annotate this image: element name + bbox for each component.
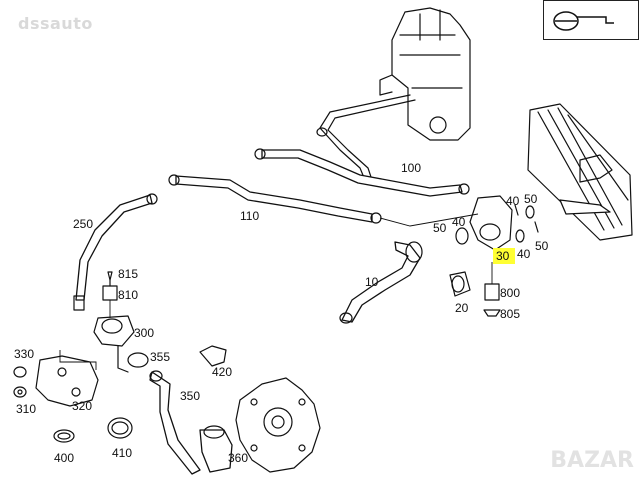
aux-pump-300	[93, 271, 135, 373]
hose-100	[254, 148, 470, 197]
label-50b: 50	[524, 192, 538, 206]
label-410: 410	[112, 446, 132, 460]
part-20-flange	[449, 271, 471, 297]
label-420: 420	[212, 365, 232, 379]
tank-pipes	[316, 94, 416, 181]
brand-watermark: BAZAR	[550, 448, 634, 473]
part-labels: 100 110 250 10 20 30 40 40 40 50 50 50 8…	[14, 161, 549, 465]
highlight-30	[493, 248, 515, 264]
label-355: 355	[150, 350, 170, 364]
expansion-tank	[379, 7, 471, 141]
label-30: 30	[496, 249, 510, 263]
nut-330	[13, 366, 27, 378]
label-10: 10	[365, 275, 379, 289]
label-40b: 40	[506, 194, 520, 208]
clamp-355	[127, 352, 149, 368]
label-805: 805	[500, 307, 520, 321]
heater-core	[527, 103, 633, 241]
label-330: 330	[14, 347, 34, 361]
label-815: 815	[118, 267, 138, 281]
label-800: 800	[500, 286, 520, 300]
label-300: 300	[134, 326, 154, 340]
hose-360	[199, 425, 233, 473]
hose-10	[339, 241, 423, 324]
leader-110	[379, 213, 479, 227]
label-40a: 40	[452, 215, 466, 229]
washer-310	[13, 386, 27, 398]
label-110: 110	[240, 209, 259, 223]
clamp-400	[53, 429, 75, 443]
label-40c: 40	[517, 247, 531, 261]
label-50c: 50	[535, 239, 549, 253]
clamp-410	[107, 417, 133, 439]
water-pump-housing	[235, 377, 321, 473]
label-250: 250	[73, 217, 93, 231]
coolant-valve	[455, 195, 539, 251]
label-100: 100	[401, 161, 421, 175]
label-320: 320	[72, 399, 92, 413]
label-350: 350	[180, 389, 200, 403]
label-360: 360	[228, 451, 248, 465]
label-50a: 50	[433, 221, 447, 235]
label-400: 400	[54, 451, 74, 465]
clip-420	[199, 345, 227, 367]
corner-icon-box	[543, 0, 639, 40]
label-20: 20	[455, 301, 469, 315]
watermark-text: dssauto	[18, 14, 93, 33]
sensor-800	[483, 262, 501, 317]
engine-cooling-icon	[553, 11, 614, 31]
bracket-320	[35, 350, 99, 407]
hose-350	[149, 370, 201, 475]
label-310: 310	[16, 402, 36, 416]
hose-250	[73, 193, 158, 311]
hose-110	[168, 174, 382, 224]
label-810: 810	[118, 288, 138, 302]
